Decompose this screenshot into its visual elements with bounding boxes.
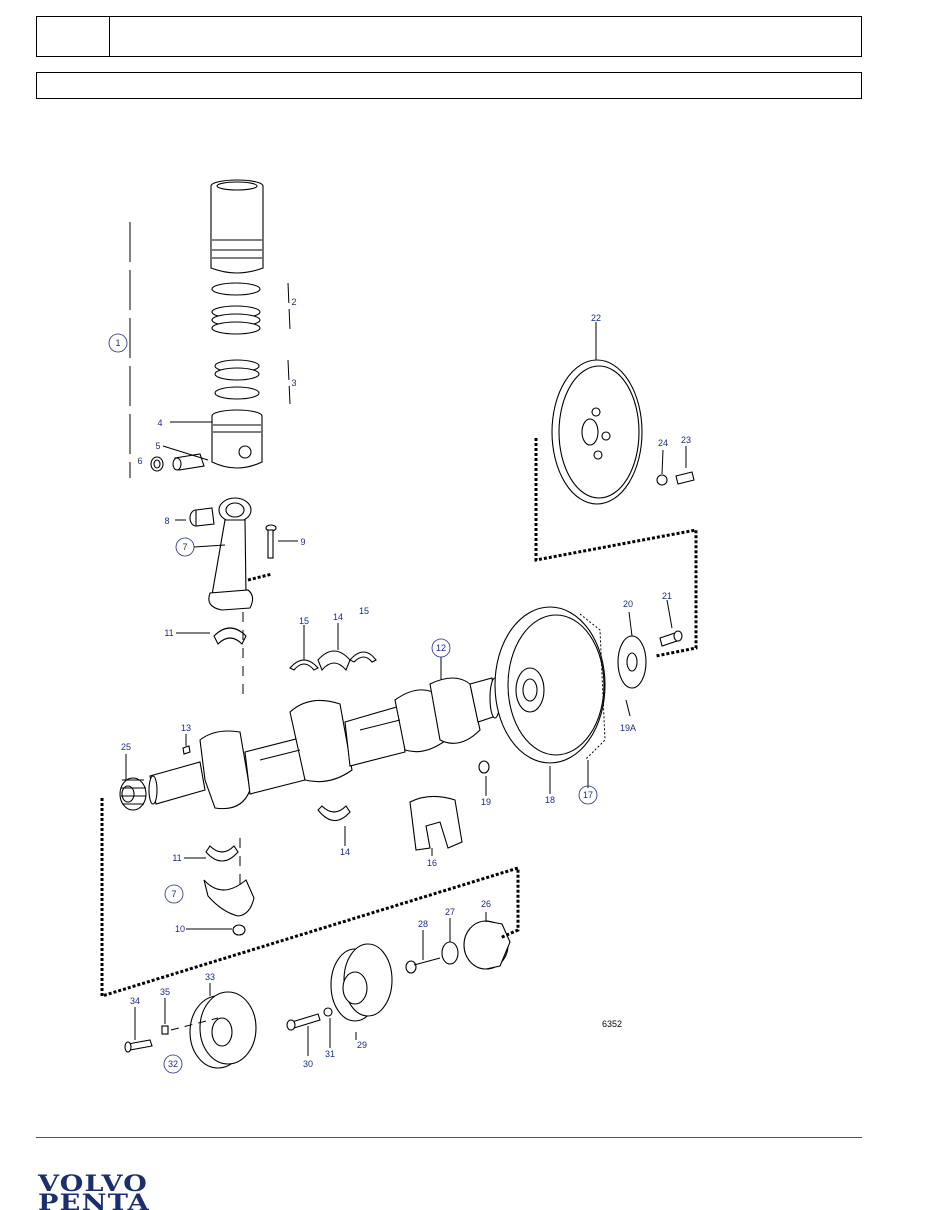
callout-21: 21 [662, 591, 672, 601]
circlip [150, 456, 164, 472]
callout-4: 4 [157, 418, 162, 428]
svg-text:1: 1 [115, 338, 120, 348]
volvo-penta-logo: VOLVO PENTA [37, 1171, 150, 1210]
flex-plate [551, 359, 643, 505]
callout-28: 28 [418, 919, 428, 929]
callout-31: 31 [325, 1049, 335, 1059]
pulley-bolt-small [124, 1039, 153, 1053]
callout-30: 30 [303, 1059, 313, 1069]
front-assembly-line [100, 798, 520, 999]
seal-ring [405, 957, 441, 974]
flex-plate-washer [656, 474, 668, 486]
rod-cap [203, 879, 255, 917]
svg-text:12: 12 [436, 643, 446, 653]
callout-22: 22 [591, 313, 601, 323]
pilot-bearing [478, 760, 490, 774]
piston-rings-upper [211, 282, 261, 335]
callout-15-left: 15 [299, 616, 309, 626]
callout-26: 26 [481, 899, 491, 909]
main-bearing-shell-bottom [317, 805, 351, 822]
flex-plate-bolt [675, 471, 695, 485]
callout-14-lower: 14 [340, 847, 350, 857]
main-bearing-shell-top [317, 650, 351, 672]
callout-35: 35 [160, 987, 170, 997]
callout-18: 18 [545, 795, 555, 805]
callout-8: 8 [164, 516, 169, 526]
callout-16: 16 [427, 858, 437, 868]
crank-pulley [189, 991, 257, 1069]
callout-1: 1 [108, 333, 128, 353]
callout-19: 19 [481, 797, 491, 807]
rod-cap-nut [232, 924, 246, 936]
callout-27: 27 [445, 907, 455, 917]
callout-11-lower: 11 [172, 853, 181, 863]
crankshaft [148, 677, 501, 810]
callout-33: 33 [205, 972, 215, 982]
flywheel-pin [625, 699, 631, 717]
callout-25: 25 [121, 742, 131, 752]
callout-17: 17 [578, 785, 598, 805]
cylinder-liner [210, 179, 264, 274]
callout-5: 5 [155, 441, 160, 451]
callout-2: 2 [291, 297, 296, 307]
svg-text:7: 7 [182, 542, 187, 552]
callout-19a: 19A [620, 723, 636, 733]
callout-24: 24 [658, 438, 668, 448]
header-title-box [36, 16, 862, 57]
rod-bearing-shell-lower [205, 845, 239, 862]
svg-text:VOLVO: VOLVO [37, 1171, 148, 1197]
header-divider [109, 17, 110, 56]
callout-12: 12 [431, 638, 451, 658]
vibration-damper [463, 920, 511, 970]
callout-10: 10 [175, 924, 185, 934]
callout-23: 23 [681, 435, 691, 445]
flexplate-assembly-line [534, 438, 698, 658]
callout-11-upper: 11 [164, 628, 173, 638]
rod-bearing-shell-upper [213, 627, 247, 645]
callout-15-right: 15 [359, 606, 369, 616]
callout-34: 34 [130, 996, 140, 1006]
flywheel-bolt [659, 630, 683, 647]
thrust-washer-right [349, 651, 377, 663]
flywheel [494, 606, 606, 764]
header-subtitle-box [36, 72, 862, 99]
pulley-washer [323, 1007, 333, 1017]
svg-text:PENTA: PENTA [38, 1190, 150, 1210]
callout-3: 3 [291, 378, 296, 388]
spacer-ring [441, 941, 459, 965]
callout-29: 29 [357, 1040, 367, 1050]
flywheel-washer-plate [617, 635, 647, 689]
piston-rings-lower [214, 359, 260, 400]
callout-6: 6 [137, 456, 142, 466]
callout-7-upper: 7 [175, 537, 195, 557]
callout-13: 13 [181, 723, 191, 733]
callout-32: 32 [163, 1054, 183, 1074]
connecting-rod [208, 497, 254, 611]
callout-20: 20 [623, 599, 633, 609]
piston [211, 409, 263, 469]
footer-rule [36, 1137, 862, 1138]
callout-14-upper: 14 [333, 612, 343, 622]
svg-text:7: 7 [171, 889, 176, 899]
small-end-bushing [189, 507, 215, 527]
thrust-washer-left [289, 659, 319, 671]
crank-gear [119, 777, 147, 811]
pulley-bolt [286, 1013, 321, 1031]
rod-bolt [265, 524, 277, 559]
belt-pulley [330, 943, 393, 1022]
gudgeon-pin [172, 453, 205, 471]
callout-7-lower: 7 [164, 884, 184, 904]
callout-9: 9 [300, 537, 305, 547]
svg-text:32: 32 [168, 1059, 178, 1069]
main-bearing-cap [409, 795, 463, 851]
figure-number: 6352 [602, 1019, 622, 1029]
pulley-washer-small [161, 1025, 169, 1035]
svg-text:17: 17 [583, 790, 593, 800]
woodruff-key [182, 745, 191, 755]
